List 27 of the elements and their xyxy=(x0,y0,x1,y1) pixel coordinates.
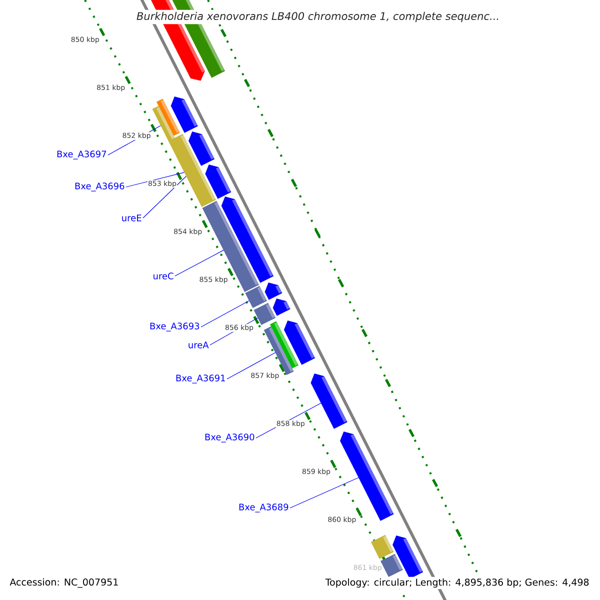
gene-feature xyxy=(272,298,290,316)
leader-line xyxy=(126,172,185,188)
gene-label: Bxe_A3693 xyxy=(150,322,200,332)
gene-feature xyxy=(370,534,394,560)
gene-label: Bxe_A3691 xyxy=(176,374,225,384)
leader-line xyxy=(142,176,186,218)
gene-feature xyxy=(254,302,276,326)
leader-line xyxy=(174,250,224,276)
leader-line xyxy=(290,477,359,508)
gene-feature xyxy=(205,164,232,199)
gene-label: Bxe_A3696 xyxy=(75,182,124,192)
gene-label: Bxe_A3690 xyxy=(205,434,254,442)
gene-label: Bxe_A3697 xyxy=(57,150,106,160)
footer-text: Topology: circular; Length: 4,895,836 bp; Genes: 4,498 xyxy=(324,576,591,590)
leader-line xyxy=(226,352,276,380)
title: Burkholderia xenovorans LB400 chromosome 1, complete sequenc... xyxy=(134,10,502,24)
gene-label: ureC xyxy=(154,272,174,280)
gene-label: Bxe_A3689 xyxy=(239,504,288,512)
leader-line xyxy=(200,300,250,328)
gene-label: ureA xyxy=(188,342,209,348)
gene-feature xyxy=(310,374,348,429)
gene-feature xyxy=(380,554,403,578)
gene-feature xyxy=(152,106,176,142)
footer-text: Accession: NC_007951 xyxy=(8,576,120,590)
gene-feature xyxy=(264,282,282,300)
gene-feature xyxy=(245,286,268,308)
gene-label: ureE xyxy=(122,214,142,222)
